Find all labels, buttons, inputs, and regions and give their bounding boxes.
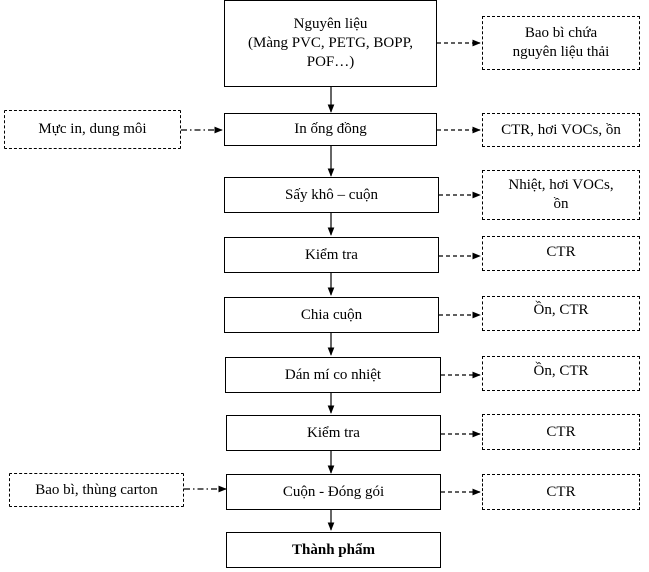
step-kiem-tra-1: Kiểm tra xyxy=(224,237,439,273)
step-say-kho-cuon: Sấy khô – cuộn xyxy=(224,177,439,213)
step-nguyen-lieu: Nguyên liệu (Màng PVC, PETG, BOPP, POF…) xyxy=(224,0,437,87)
output-in-ong-dong: CTR, hơi VOCs, ồn xyxy=(482,113,640,147)
output-kiem-tra-1: CTR xyxy=(482,236,640,271)
output-chia-cuon: Ồn, CTR xyxy=(482,296,640,331)
output-dan-mi: Ồn, CTR xyxy=(482,356,640,391)
step-in-ong-dong: In ống đồng xyxy=(224,113,437,146)
input-muc-in-dung-moi: Mực in, dung môi xyxy=(4,110,181,149)
step-chia-cuon: Chia cuộn xyxy=(224,297,439,333)
output-bao-bi: Bao bì chứa nguyên liệu thải xyxy=(482,16,640,70)
input-bao-bi-thung-carton: Bao bì, thùng carton xyxy=(9,473,184,507)
output-dong-goi: CTR xyxy=(482,474,640,510)
output-kiem-tra-2: CTR xyxy=(482,414,640,450)
step-kiem-tra-2: Kiểm tra xyxy=(226,415,441,451)
output-say-kho: Nhiệt, hơi VOCs, ồn xyxy=(482,170,640,220)
step-thanh-pham: Thành phẩm xyxy=(226,532,441,568)
step-cuon-dong-goi: Cuộn - Đóng gói xyxy=(226,474,441,510)
step-dan-mi-co-nhiet: Dán mí co nhiệt xyxy=(225,357,441,393)
